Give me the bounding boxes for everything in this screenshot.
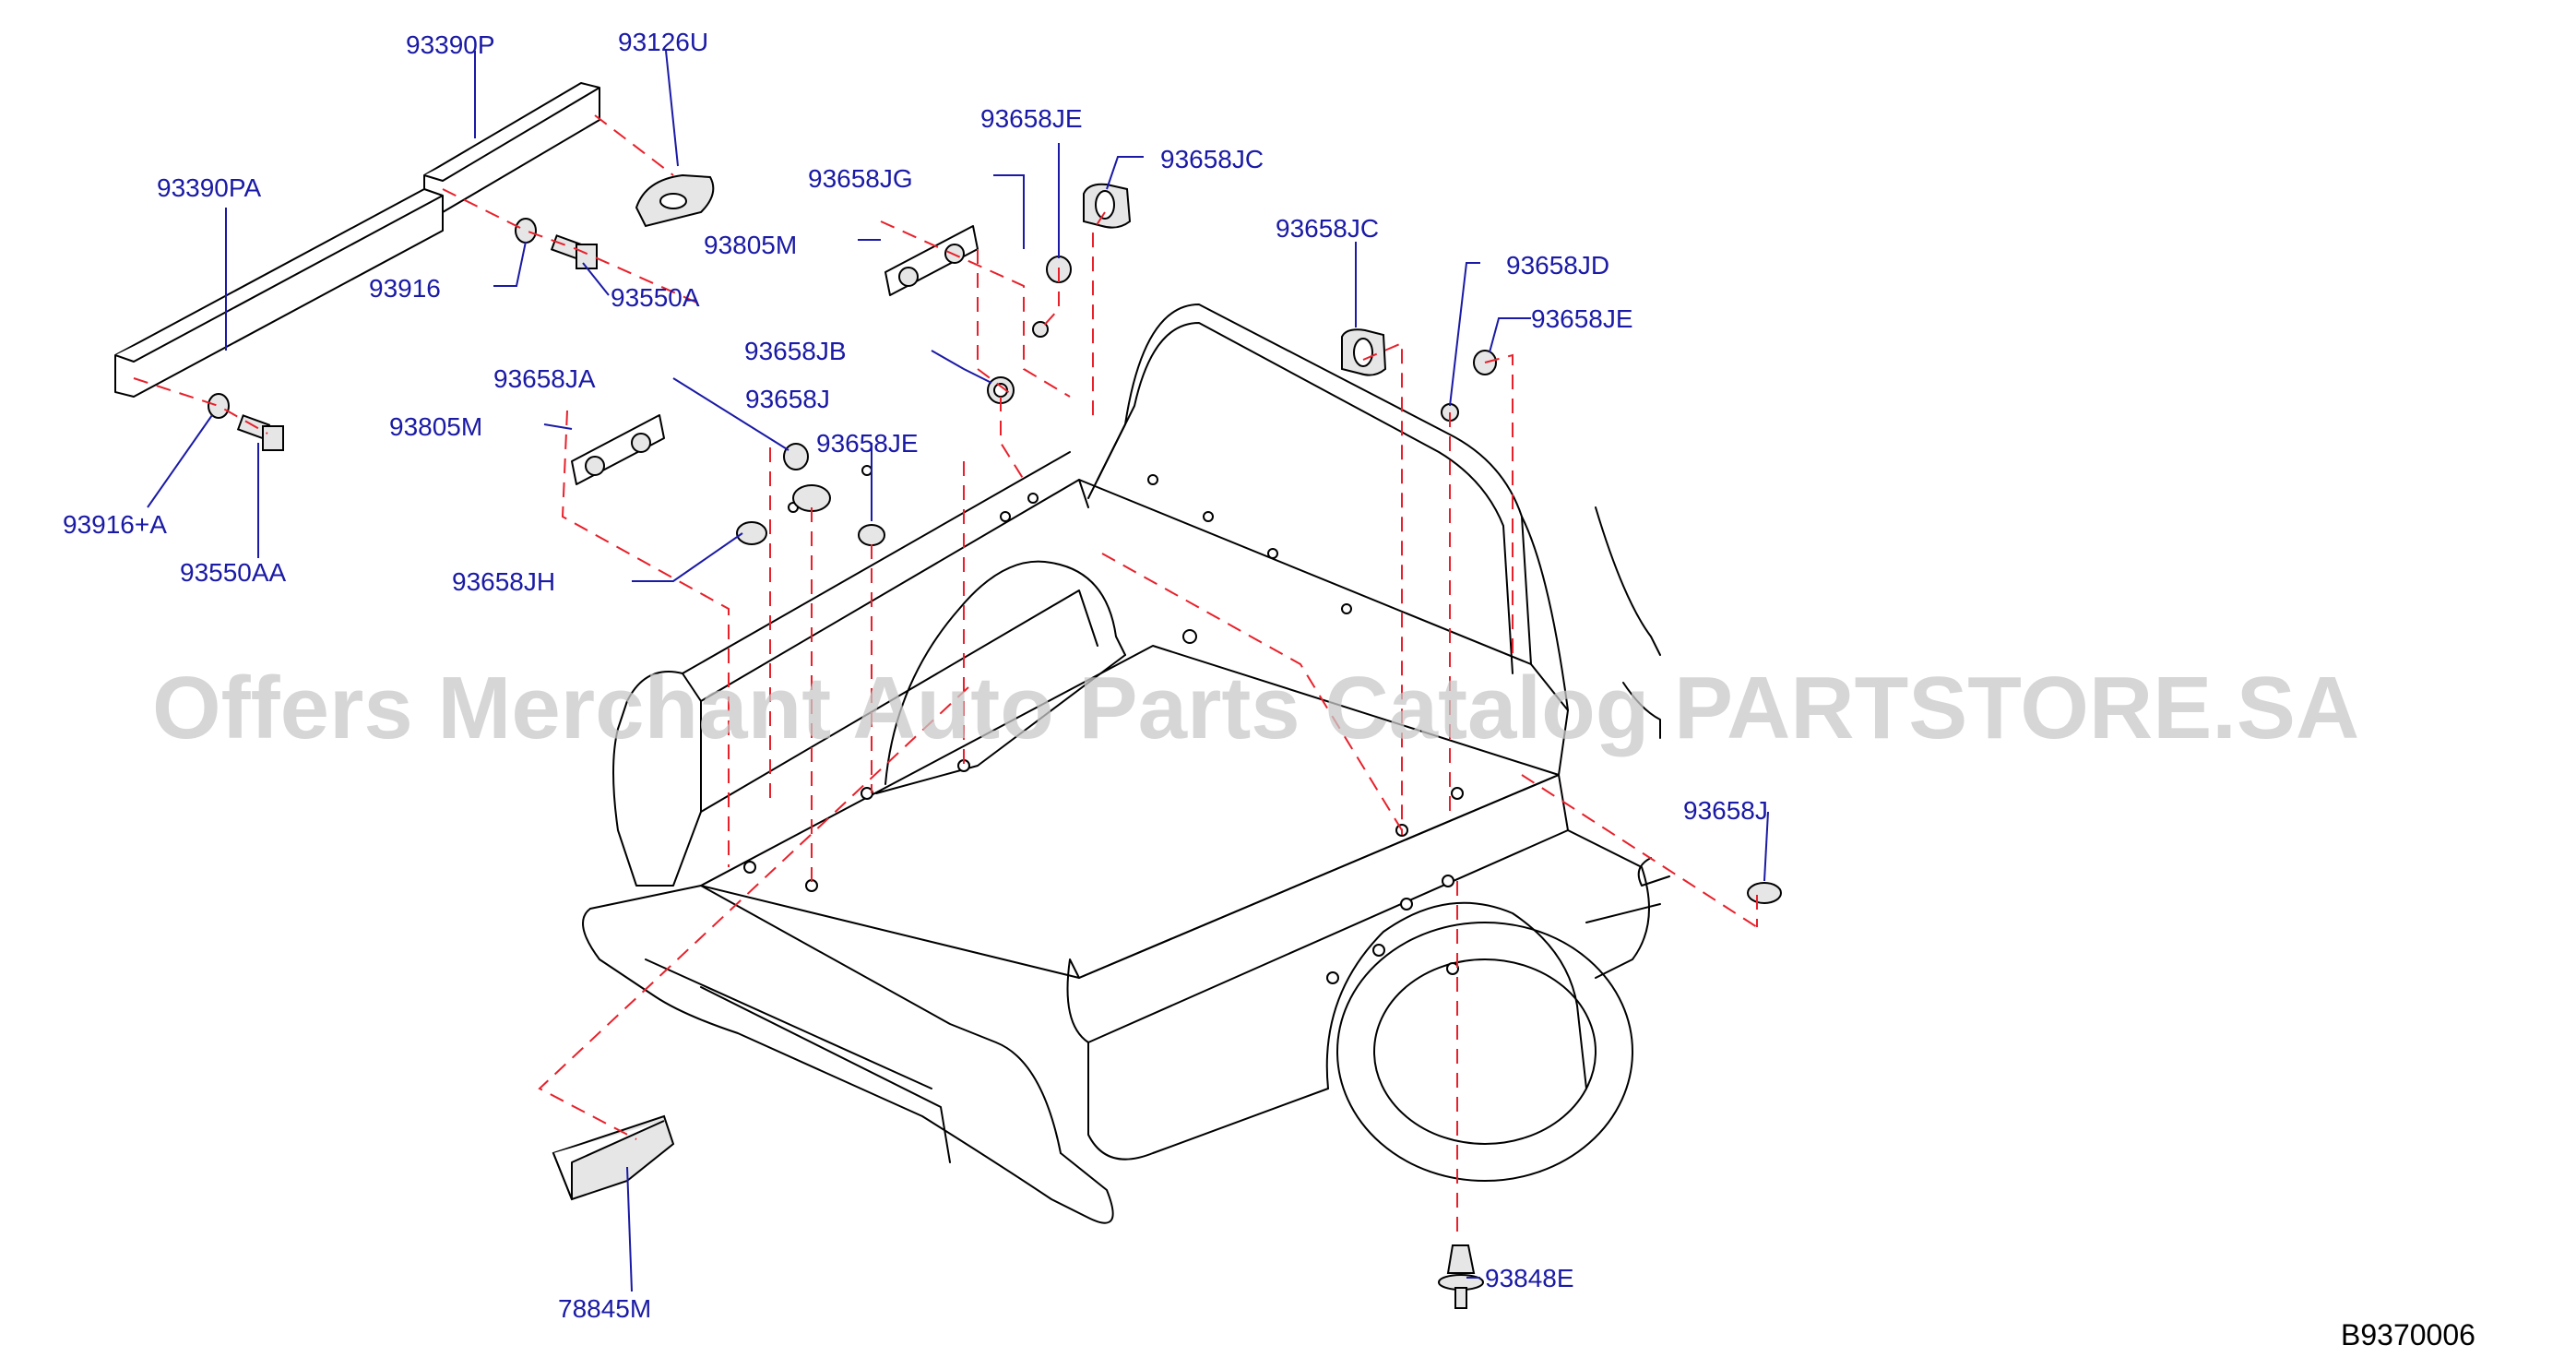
callout-93658j-b[interactable]: 93658J bbox=[1683, 796, 1768, 825]
plug-93658jh bbox=[736, 521, 767, 545]
callout-93658jb[interactable]: 93658JB bbox=[744, 337, 847, 365]
callout-93658je-mid[interactable]: 93658JE bbox=[816, 429, 919, 458]
plug-93658je-d bbox=[858, 524, 885, 546]
tie-down-cleat-93126u bbox=[635, 173, 715, 228]
callout-93658jd[interactable]: 93658JD bbox=[1506, 251, 1609, 280]
grommet-93658jc-upper bbox=[1083, 183, 1132, 229]
callout-93916a[interactable]: 93916+A bbox=[63, 510, 167, 539]
callout-93658je-top[interactable]: 93658JE bbox=[980, 104, 1083, 133]
callout-93658jc-right[interactable]: 93658JC bbox=[1276, 214, 1379, 243]
callout-93658jg[interactable]: 93658JG bbox=[808, 164, 913, 193]
callout-93658j-a[interactable]: 93658J bbox=[745, 385, 830, 413]
rail-93390pa bbox=[114, 188, 444, 398]
plug-93658je-small bbox=[1032, 321, 1049, 338]
bracket-78845m bbox=[552, 1114, 675, 1201]
callout-93916[interactable]: 93916 bbox=[369, 274, 441, 303]
callout-93126u[interactable]: 93126U bbox=[618, 28, 708, 56]
callout-93550a[interactable]: 93550A bbox=[611, 283, 700, 312]
callout-93848e[interactable]: 93848E bbox=[1485, 1264, 1574, 1292]
hook-93805m-upper bbox=[884, 225, 979, 296]
callout-93805m-upper[interactable]: 93805M bbox=[704, 231, 797, 259]
callout-93658jc-top[interactable]: 93658JC bbox=[1160, 145, 1264, 173]
watermark: Offers Merchant Auto Parts Catalog PARTS… bbox=[152, 659, 2359, 757]
callout-labels: 93390P 93126U 93390PA 93916 93550A 93916… bbox=[63, 28, 1768, 1323]
callout-93550aa[interactable]: 93550AA bbox=[180, 558, 287, 587]
callout-93658je-right[interactable]: 93658JE bbox=[1531, 304, 1633, 333]
bolt-93550a bbox=[550, 234, 598, 269]
grommet-93658jc-right bbox=[1341, 328, 1387, 376]
plug-93658je-c bbox=[792, 484, 831, 512]
callout-93658jh[interactable]: 93658JH bbox=[452, 567, 555, 596]
assembly-guide-lines bbox=[133, 114, 1758, 1236]
hook-93805m-lower bbox=[571, 414, 665, 485]
diagram-reference-code: B9370006 bbox=[2341, 1318, 2475, 1351]
washer-93916a bbox=[208, 393, 230, 419]
rail-93390p bbox=[423, 82, 600, 213]
callout-78845m[interactable]: 78845M bbox=[558, 1294, 651, 1323]
plug-93658j-b bbox=[1747, 882, 1782, 904]
callout-93390pa[interactable]: 93390PA bbox=[157, 173, 261, 202]
callout-93658ja[interactable]: 93658JA bbox=[493, 364, 596, 393]
callout-93390p[interactable]: 93390P bbox=[406, 30, 495, 59]
callout-leaders bbox=[147, 50, 1769, 1292]
bolt-93550aa bbox=[236, 414, 284, 451]
plug-93658jb bbox=[987, 376, 1015, 404]
callout-93805m-lower[interactable]: 93805M bbox=[389, 412, 482, 441]
truck-bed-outline bbox=[582, 304, 1670, 1224]
plug-93658j-a bbox=[783, 443, 809, 470]
washer-93916 bbox=[515, 218, 537, 244]
clip-93848e bbox=[1438, 1244, 1484, 1309]
